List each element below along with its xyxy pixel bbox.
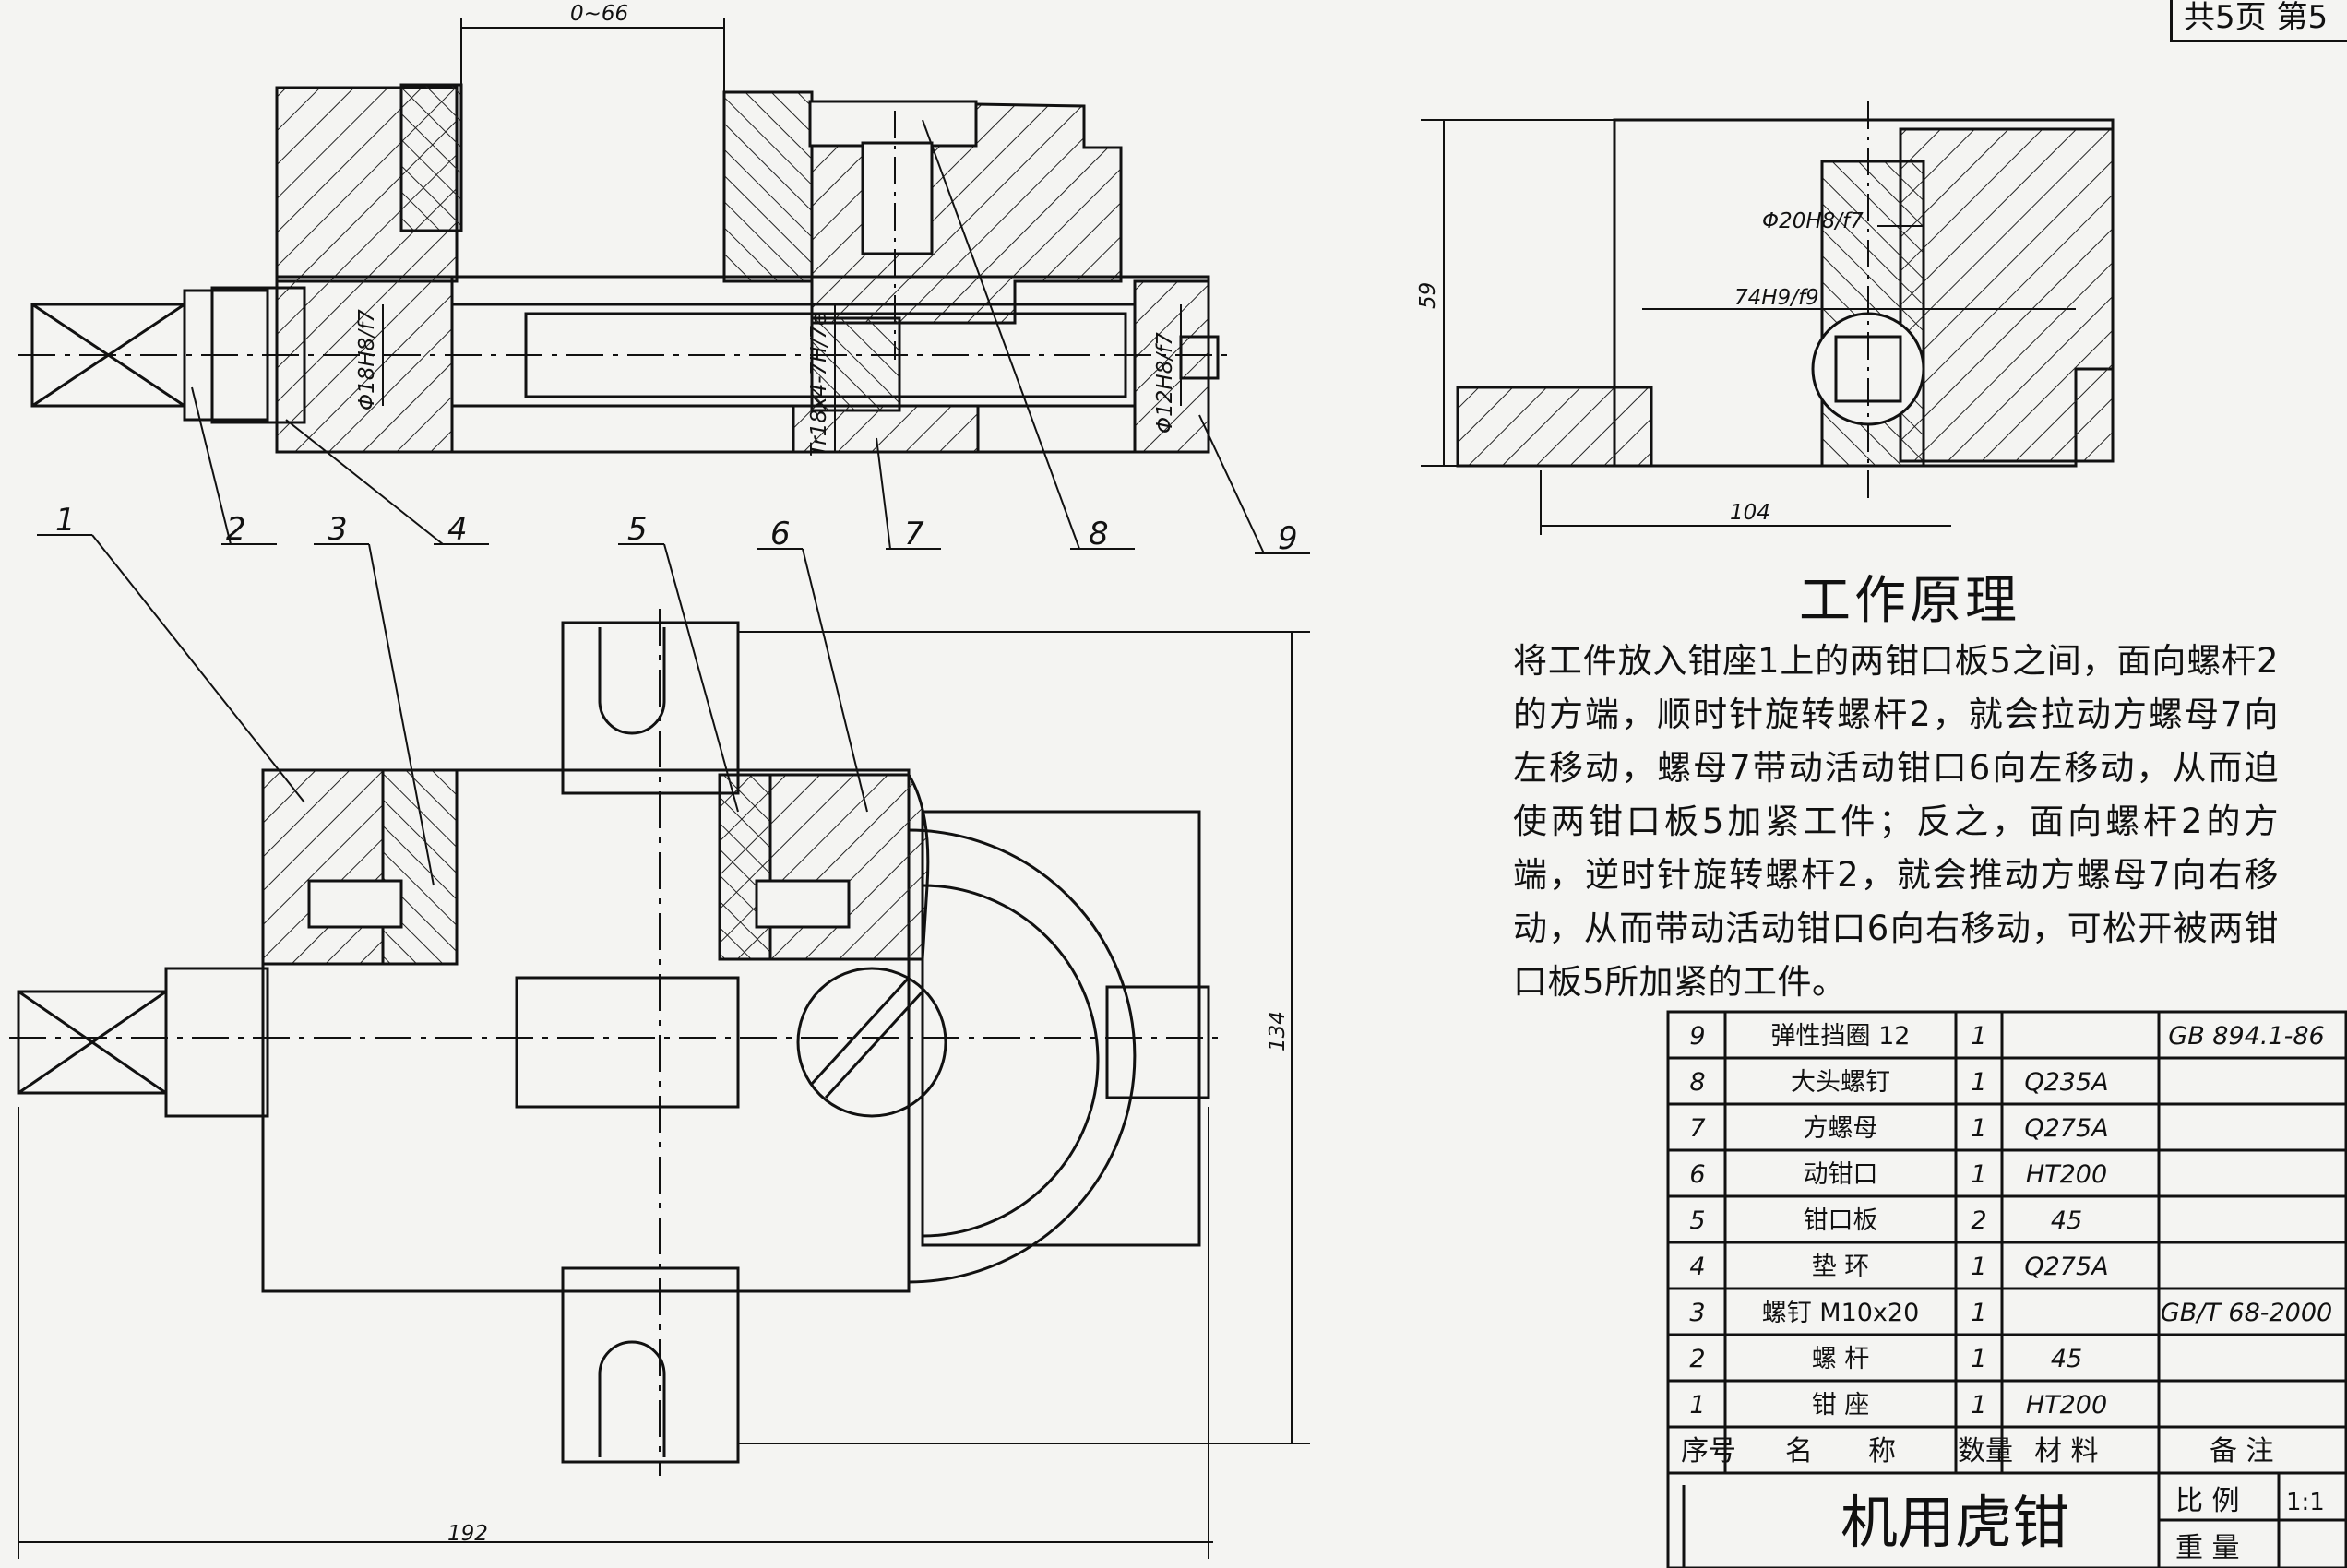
bom-cell-no: 7: [1689, 1114, 1705, 1143]
bom-cell-no: 9: [1689, 1022, 1705, 1051]
dim-d12: Φ12H8/f7: [1153, 332, 1177, 434]
bom-cell-name: 钳口板: [1804, 1206, 1878, 1235]
big-head-screw-head: [808, 100, 978, 148]
bom-cell-no: 1: [1689, 1391, 1705, 1420]
bom-cell-material: HT200: [2026, 1391, 2107, 1420]
bom-header: 序号 名 称 数量 材 料 备 注: [1681, 1435, 2274, 1467]
bom-cell-qty: 1: [1971, 1345, 1986, 1373]
bom-header-qty: 数量: [1958, 1435, 2013, 1467]
bom-cell-name: 弹性挡圈 12: [1771, 1022, 1911, 1051]
bom-cell-name: 方螺母: [1804, 1114, 1878, 1143]
part-label-5: 5: [627, 511, 648, 548]
drawing-title: 机用虎钳: [1841, 1489, 2069, 1556]
bom-cell-material: Q275A: [2024, 1114, 2108, 1143]
principle-text: 将工件放入钳座1上的两钳口板5之间，面向螺杆2的方端，顺时针旋转螺杆2，就会拉动…: [1513, 641, 2279, 1002]
bom-cell-name: 动钳口: [1804, 1160, 1878, 1189]
bom-cell-no: 4: [1689, 1253, 1705, 1281]
bom-cell-qty: 1: [1971, 1022, 1986, 1051]
bom-cell-qty: 1: [1971, 1068, 1986, 1097]
part-label-4: 4: [447, 511, 468, 548]
bom-cell-no: 2: [1689, 1345, 1705, 1373]
jaw-plate-left: [399, 83, 463, 232]
part-label-6: 6: [770, 516, 791, 552]
part-leaders: [37, 119, 1310, 886]
bom-cell-qty: 1: [1971, 1253, 1986, 1281]
jaw-plate-right: [722, 90, 814, 283]
bom-header-material: 材 料: [2034, 1435, 2099, 1467]
scale-label: 比 例: [2175, 1485, 2240, 1517]
bom-header-name: 名 称: [1785, 1435, 1896, 1467]
scale-value: 1:1: [2286, 1489, 2325, 1516]
bom-cell-material: 45: [2051, 1206, 2082, 1235]
bom-cell-name: 大头螺钉: [1791, 1068, 1890, 1097]
bom-cell-no: 3: [1689, 1299, 1705, 1327]
dim-d20: Φ20H8/f7: [1762, 209, 1864, 233]
part-label-3: 3: [328, 511, 348, 548]
dim-w192: 192: [447, 1522, 488, 1546]
part-label-1: 1: [55, 502, 76, 539]
bom-cell-name: 螺 杆: [1812, 1345, 1870, 1373]
bom-cell-name: 钳 座: [1812, 1391, 1870, 1420]
part-number-labels: 1 2 3 4 5 6 7 8 9: [55, 502, 1298, 557]
title-block: 机用虎钳 比 例 1:1 重 量: [1841, 1485, 2325, 1564]
part-label-8: 8: [1089, 516, 1109, 552]
bom-cell-qty: 1: [1971, 1391, 1986, 1420]
bom-cell-qty: 1: [1971, 1114, 1986, 1143]
dimension-lines: [18, 27, 2076, 1559]
dim-jaw-range: 0~66: [570, 2, 628, 26]
bom-header-no: 序号: [1681, 1435, 1736, 1467]
bom-cell-no: 5: [1689, 1206, 1705, 1235]
dim-h59: 59: [1416, 282, 1440, 309]
side-section-view: [1456, 101, 2115, 498]
bom-cell-no: 6: [1689, 1160, 1705, 1189]
top-view: [9, 609, 1227, 1476]
part-label-7: 7: [904, 516, 924, 552]
part-label-2: 2: [226, 511, 246, 548]
bom-table-grid: [1666, 1010, 2347, 1568]
bom-cell-no: 8: [1689, 1068, 1705, 1097]
bom-cell-material: HT200: [2026, 1160, 2107, 1189]
bom-cell-remark: GB 894.1-86: [2168, 1022, 2324, 1051]
dim-tr18: Tr18x4-7H/7e: [807, 313, 831, 457]
dim-h134: 134: [1266, 1011, 1290, 1051]
big-head-screw-shank: [861, 141, 934, 255]
principle-title: 工作原理: [1799, 571, 2020, 631]
page-count-label: 共5页 第5: [2170, 0, 2347, 42]
bom-cell-material: Q275A: [2024, 1253, 2108, 1281]
bom-cell-remark: GB/T 68-2000: [2161, 1299, 2332, 1327]
part-label-9: 9: [1278, 520, 1298, 557]
bom-header-remark: 备 注: [2210, 1435, 2274, 1467]
dim-fit74: 74H9/f9: [1734, 286, 1819, 310]
bom-cell-material: 45: [2051, 1345, 2082, 1373]
bom-cell-qty: 2: [1971, 1206, 1986, 1235]
bom-cell-name: 螺钉 M10x20: [1762, 1299, 1920, 1327]
bom-cell-name: 垫 环: [1812, 1253, 1870, 1281]
weight-label: 重 量: [2175, 1532, 2240, 1564]
bom-cell-material: Q235A: [2024, 1068, 2108, 1097]
bom-cell-qty: 1: [1971, 1299, 1986, 1327]
dim-w104: 104: [1730, 501, 1770, 525]
dimension-texts: 0~66 Φ18H8/f7 Tr18x4-7H/7e Φ12H8/f7 Φ20H…: [355, 2, 1864, 1546]
front-section-view: [18, 18, 1236, 454]
bom-cell-qty: 1: [1971, 1160, 1986, 1189]
dim-d18: Φ18H8/f7: [355, 309, 379, 410]
square-nut: [810, 316, 901, 412]
